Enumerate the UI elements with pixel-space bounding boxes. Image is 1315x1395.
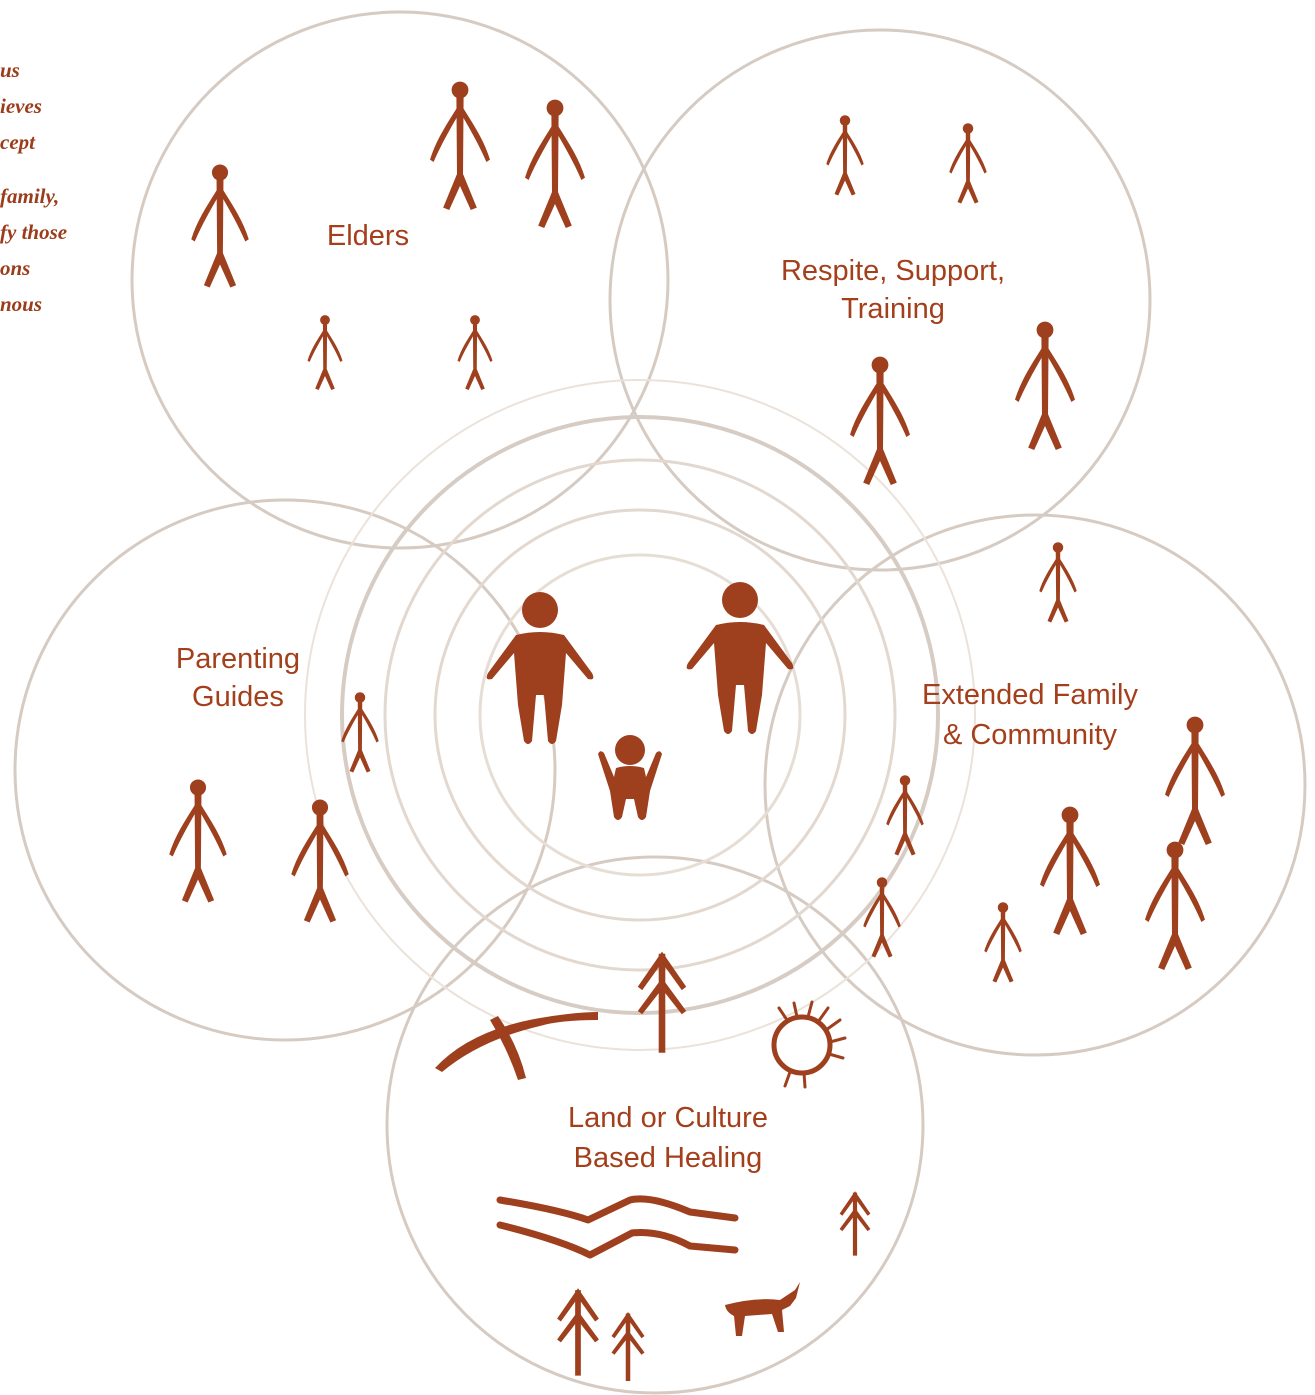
ring [478,553,802,877]
elders-label: Elders [327,220,409,252]
quote-line: ieves [0,94,42,118]
stick-figure-icon [291,799,349,923]
land-healing-circle [385,855,925,1395]
stick-figure-icon [1040,806,1100,935]
ring [433,508,847,922]
river-icon [496,1195,739,1259]
land-symbols [435,951,871,1381]
quote-line: nous [0,292,43,316]
respite-circle [608,28,1152,572]
stick-figure-icon [525,99,585,228]
quote-line: us [0,58,20,82]
tree-icon [839,1191,871,1256]
quote-line: cept [0,130,35,154]
stick-figure-icon [457,315,493,390]
quote-line: ons [0,256,31,280]
respite-label-line1: Respite, Support, [781,255,1005,287]
stick-figure-icon [1039,542,1077,623]
parenting-circle [13,498,557,1042]
stick-figure-icon [984,902,1022,983]
parenting-label-line2: Guides [192,681,284,713]
concentric-rings [304,379,976,1051]
tree-icon [611,1312,645,1381]
ring [304,379,976,1051]
stick-figure-icon [169,779,227,903]
sun-icon [771,1000,847,1089]
stick-figure-icon [886,775,924,856]
land-healing-label-line1: Land or Culture [568,1102,768,1134]
extended-family-label-line2: & Community [943,719,1118,751]
elders-circle [130,10,670,550]
stick-figure-icon [826,115,864,196]
adult-figure-icon [686,582,794,734]
stick-figure-icon [949,123,987,204]
ring [383,458,897,972]
stick-figure-icon [850,356,910,485]
stick-figure-icon [1015,321,1075,450]
stick-figure-icon [307,315,343,390]
tree-icon [557,1288,599,1376]
stick-figure-icon [191,164,249,288]
extended-family-circle [763,513,1307,1057]
family-group [486,582,794,820]
quote-line: fy those [0,220,68,244]
stick-figure-icon [1145,841,1205,970]
child-figure-icon [598,735,662,820]
parenting-label-line1: Parenting [176,643,300,675]
hunting-tool-icon [435,1012,598,1080]
ring [340,415,940,1015]
quote-line: family, [0,184,60,208]
stick-figure-icon [430,81,490,210]
animal-icon [725,1282,800,1336]
land-healing-label-line2: Based Healing [574,1142,763,1174]
extended-family-label-line1: Extended Family [922,679,1138,711]
quote-fragment: us ieves cept family, fy those ons nous [0,52,120,322]
adult-figure-icon [486,592,594,744]
respite-label-line2: Training [841,293,945,325]
parenting-figures [169,692,379,923]
stick-figure-icon [1165,716,1225,845]
